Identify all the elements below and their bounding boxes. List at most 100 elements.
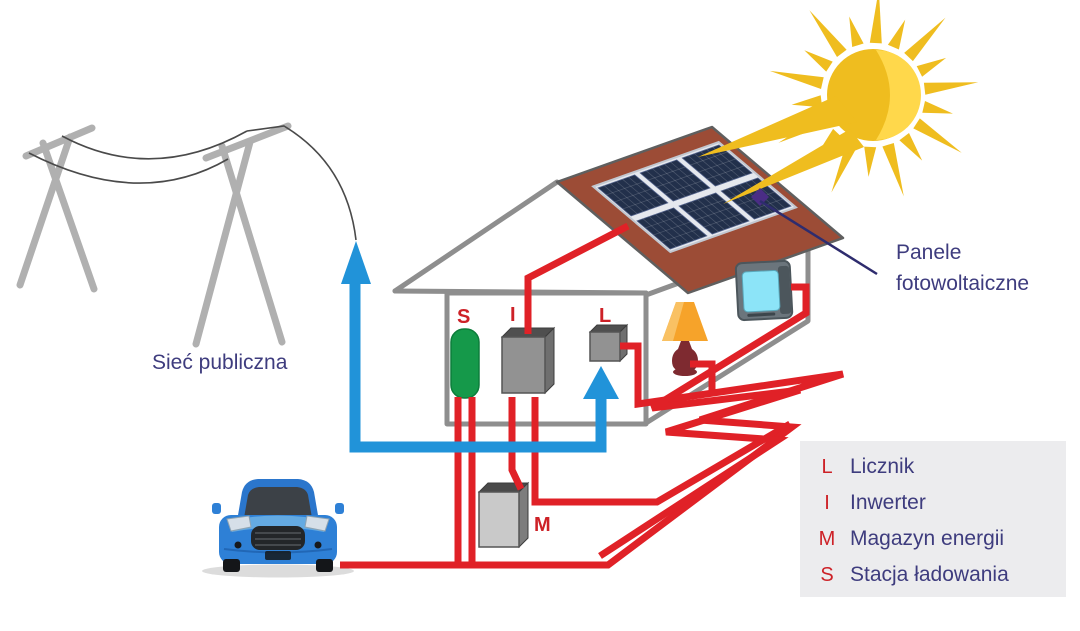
panel-cell-line	[712, 146, 747, 176]
legend-key: S	[820, 564, 833, 586]
panel-cell-line	[751, 179, 786, 209]
pylon-leg	[192, 138, 254, 348]
devices	[202, 259, 794, 578]
wire-inverter-to-storage	[508, 397, 525, 491]
panel-cell-line	[709, 194, 744, 224]
blue-flow-path	[349, 282, 607, 453]
legend-label: Licznik	[850, 455, 915, 478]
panel-cell-line	[733, 186, 767, 215]
legend: L Licznik I Inwerter M Magazyn energii S…	[800, 441, 1066, 597]
legend-item: I Inwerter	[824, 491, 926, 514]
sun-beam	[723, 129, 864, 204]
panel-cell-line	[614, 188, 652, 203]
sun-ray	[923, 82, 979, 95]
panel-cell-line	[645, 214, 683, 229]
sun-ray	[769, 70, 824, 89]
marker-meter: L	[599, 305, 611, 327]
car-hood-highlight	[228, 515, 328, 532]
pylon-crossarm	[202, 122, 292, 162]
panel-cell-line	[670, 161, 705, 191]
sun-beam	[698, 96, 857, 157]
pylon-leg	[39, 139, 98, 293]
storage-box	[477, 481, 530, 549]
lamp-shade-highlight	[662, 302, 684, 341]
electric-car	[202, 479, 354, 578]
car-mirror-right	[335, 503, 344, 514]
legend-key: I	[824, 492, 830, 514]
lamp-foot	[673, 368, 697, 376]
legend-item: M Magazyn energii	[819, 527, 1004, 550]
wire-lamp-stub	[690, 360, 716, 393]
charging-station-box	[450, 328, 480, 399]
sun-ray	[887, 19, 906, 50]
grid-label: Sieć publiczna	[152, 351, 288, 374]
panel-cell-line	[706, 165, 744, 180]
panel-cell-line	[606, 181, 644, 196]
panel-cell-line	[703, 213, 741, 228]
meter-box	[588, 323, 629, 363]
panel-cell-line	[610, 183, 644, 212]
panel-cell-line	[684, 203, 719, 233]
pv-pointer-line	[759, 199, 878, 276]
sun-ray	[899, 133, 923, 161]
wire-panel-to-inverter	[524, 222, 630, 334]
pv-label-line2: fotowoltaiczne	[896, 272, 1029, 295]
marker-charging-station: S	[457, 306, 470, 328]
legend-item: S Stacja ładowania	[820, 563, 1009, 586]
car-plate	[265, 551, 291, 560]
panel-cell-line	[739, 184, 773, 213]
pylon-leg	[16, 133, 74, 289]
panel-cell-line	[656, 173, 694, 188]
power-line-wire	[28, 152, 229, 184]
power-line-wire	[61, 130, 248, 160]
blue-arrowhead-meter	[583, 366, 619, 399]
legend-label: Stacja ładowania	[850, 563, 1009, 586]
panel-cell-line	[661, 228, 699, 243]
wire-zigzag-inner	[598, 283, 810, 559]
sun-ray	[904, 17, 946, 62]
sun-ray	[916, 57, 947, 77]
sun-ray	[864, 146, 877, 177]
panel-cell-line	[649, 216, 683, 245]
panel-cell-line	[727, 188, 761, 218]
solar-panel-array	[591, 140, 798, 254]
car-windshield	[244, 487, 312, 518]
pylon-leg	[218, 142, 286, 346]
panel-cell-line	[655, 214, 689, 243]
panel-cell-line	[652, 168, 686, 197]
sun-ray	[831, 140, 859, 193]
sun-ray	[882, 143, 904, 197]
panel-cell-line	[697, 199, 731, 228]
power-pylons	[16, 122, 357, 348]
panel-cell-line	[664, 164, 698, 193]
sun-ray	[809, 10, 847, 57]
panel-cell-line	[646, 170, 680, 200]
legend-key: M	[819, 528, 836, 550]
car-mirror-left	[212, 503, 221, 514]
legend-key: L	[821, 456, 832, 478]
panel-cell-line	[690, 151, 728, 166]
pylon-crossarm	[22, 124, 96, 160]
car-foglight	[314, 541, 322, 549]
sun-ray	[804, 50, 833, 72]
car-wheel	[316, 559, 333, 572]
legend-item: L Licznik	[821, 455, 914, 478]
panel-cell-line	[661, 211, 695, 241]
power-line-drop	[246, 125, 357, 241]
panel-cell-line	[691, 201, 725, 230]
sun-beams	[698, 96, 864, 204]
car-wheel	[223, 559, 240, 572]
tv	[734, 259, 794, 322]
tv-controls	[747, 312, 776, 317]
panel-cell-line	[658, 166, 692, 195]
solar-panel-cell	[636, 207, 708, 250]
pv-marker	[751, 188, 769, 206]
panel-cell-line	[616, 181, 650, 210]
solar-panel-cell	[678, 192, 750, 235]
sun-ray	[922, 101, 953, 114]
panel-cell-line	[698, 158, 736, 173]
panel-cell-line	[695, 206, 733, 221]
panel-cell-line	[687, 199, 725, 214]
legend-label: Inwerter	[850, 491, 926, 514]
